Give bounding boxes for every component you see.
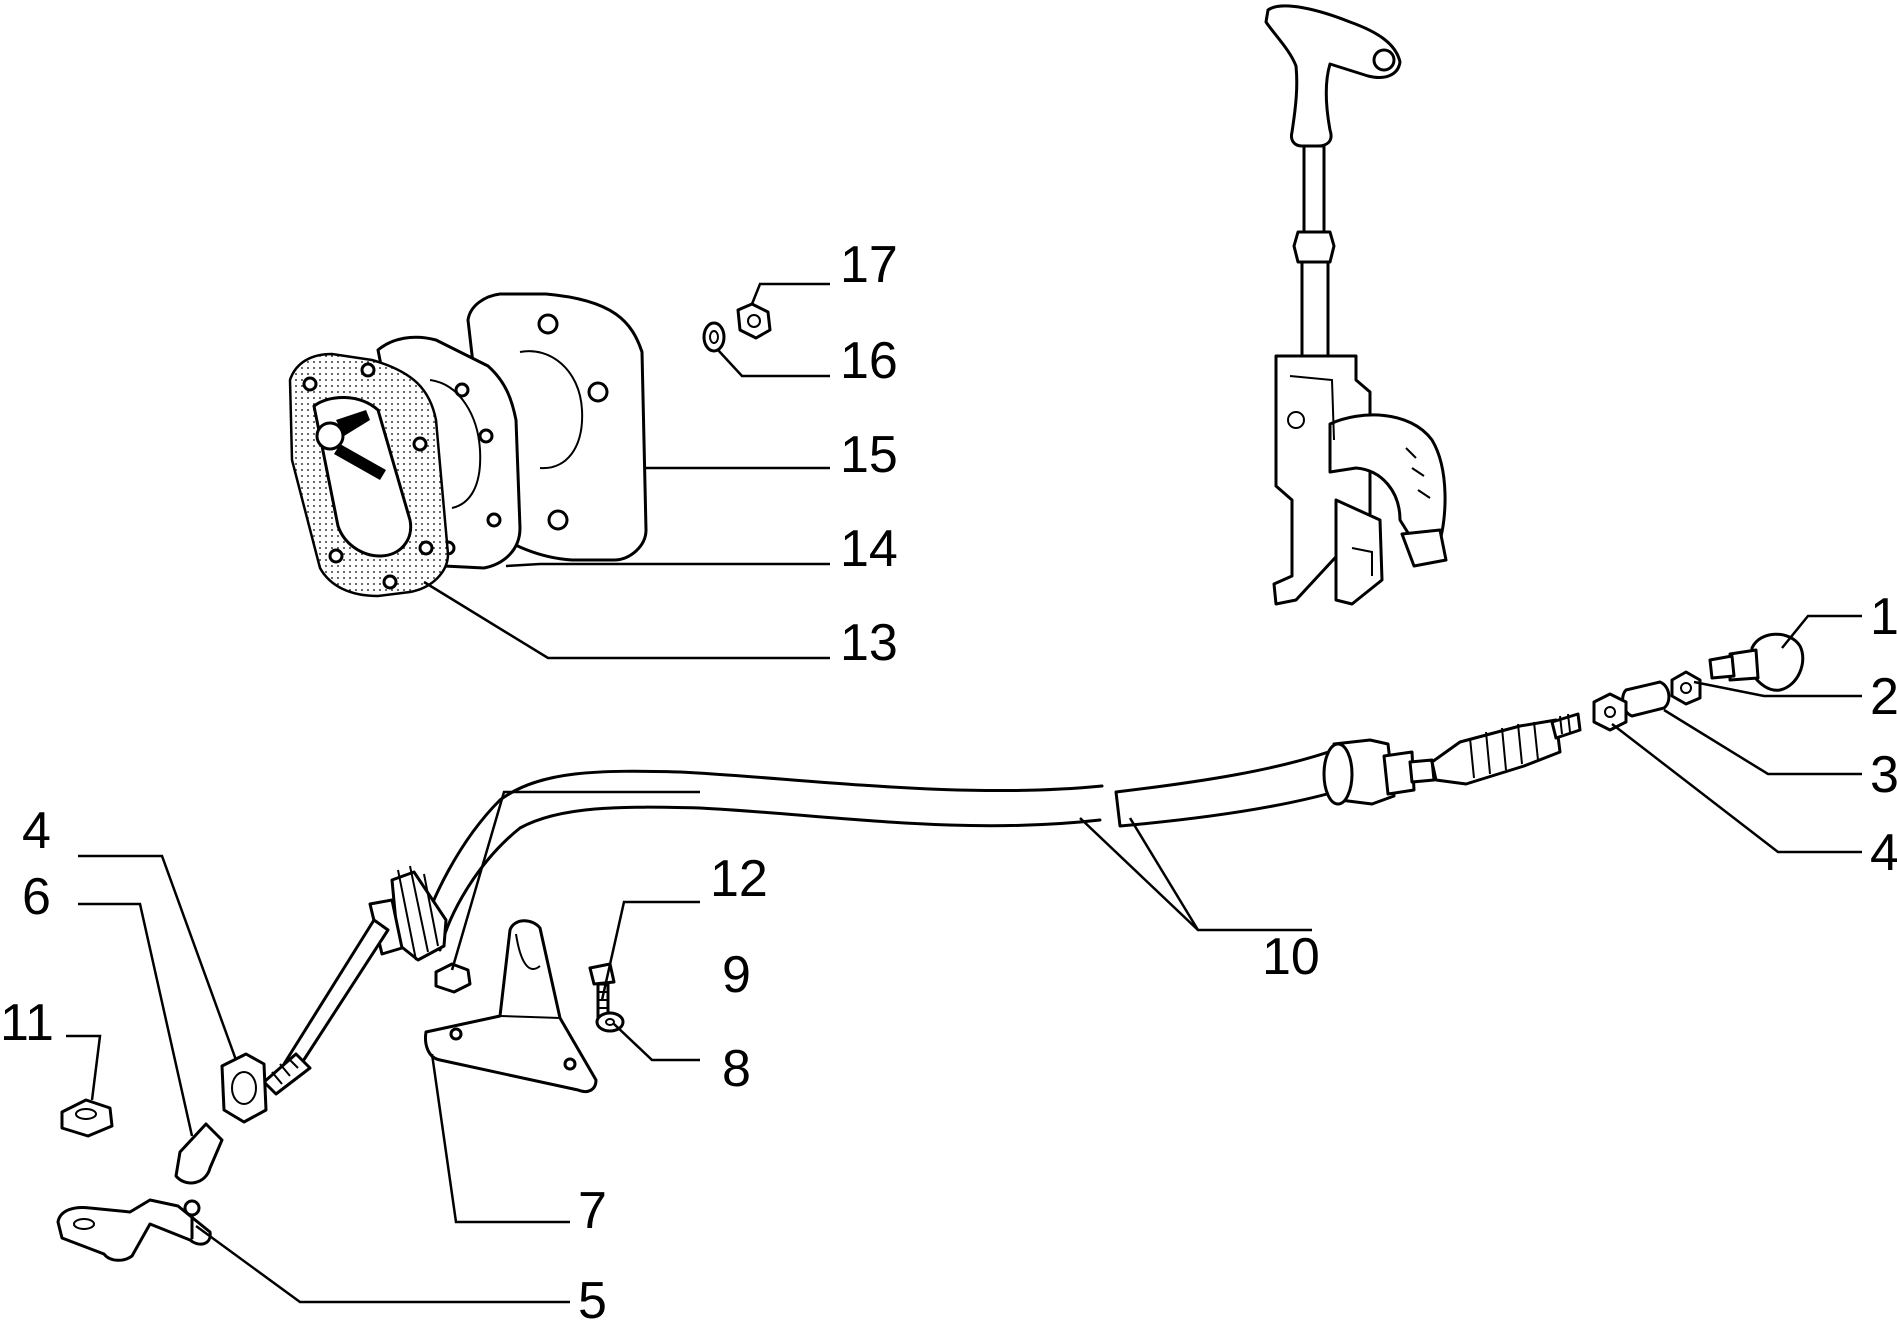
mounting-plate-13 <box>288 352 450 598</box>
callout-12: 12 <box>710 850 768 908</box>
callout-5: 5 <box>578 1272 607 1320</box>
cable-left-end <box>262 865 448 1096</box>
nut-4-right <box>1592 692 1628 732</box>
nut-17 <box>736 302 772 340</box>
nut-4-left <box>220 1052 268 1124</box>
callout-14: 14 <box>840 520 898 578</box>
ball-pin-1 <box>1708 632 1805 692</box>
callout-1: 1 <box>1870 588 1897 646</box>
callout-2: 2 <box>1870 668 1897 726</box>
gear-lever-assembly <box>1264 4 1448 606</box>
socket-6 <box>174 1122 224 1185</box>
control-cable-10 <box>418 712 1582 952</box>
nut-12 <box>434 962 472 994</box>
callout-11: 11 <box>0 994 54 1052</box>
callout-17: 17 <box>840 236 898 294</box>
bolt-9 <box>588 962 616 1020</box>
bracket-7 <box>424 919 598 1094</box>
callout-10: 10 <box>1262 928 1320 986</box>
lever-5 <box>56 1198 212 1262</box>
nut-2 <box>1670 670 1702 706</box>
callout-9: 9 <box>722 946 751 1004</box>
callout-13: 13 <box>840 614 898 672</box>
washer-16 <box>702 321 726 353</box>
callout-15: 15 <box>840 426 898 484</box>
callout-3: 3 <box>1870 746 1897 804</box>
leader-lines <box>66 282 1862 1304</box>
nut-11 <box>60 1098 114 1138</box>
callout-6: 6 <box>22 868 51 926</box>
callout-labels: 1 2 3 4 10 12 9 8 7 5 4 6 11 17 16 15 14… <box>0 236 1897 1320</box>
callout-16: 16 <box>840 332 898 390</box>
callout-8: 8 <box>722 1040 751 1098</box>
spacer-3 <box>1621 680 1671 718</box>
callout-7: 7 <box>578 1182 607 1240</box>
callout-4-right: 4 <box>1870 824 1897 882</box>
callout-4-left: 4 <box>22 802 51 860</box>
